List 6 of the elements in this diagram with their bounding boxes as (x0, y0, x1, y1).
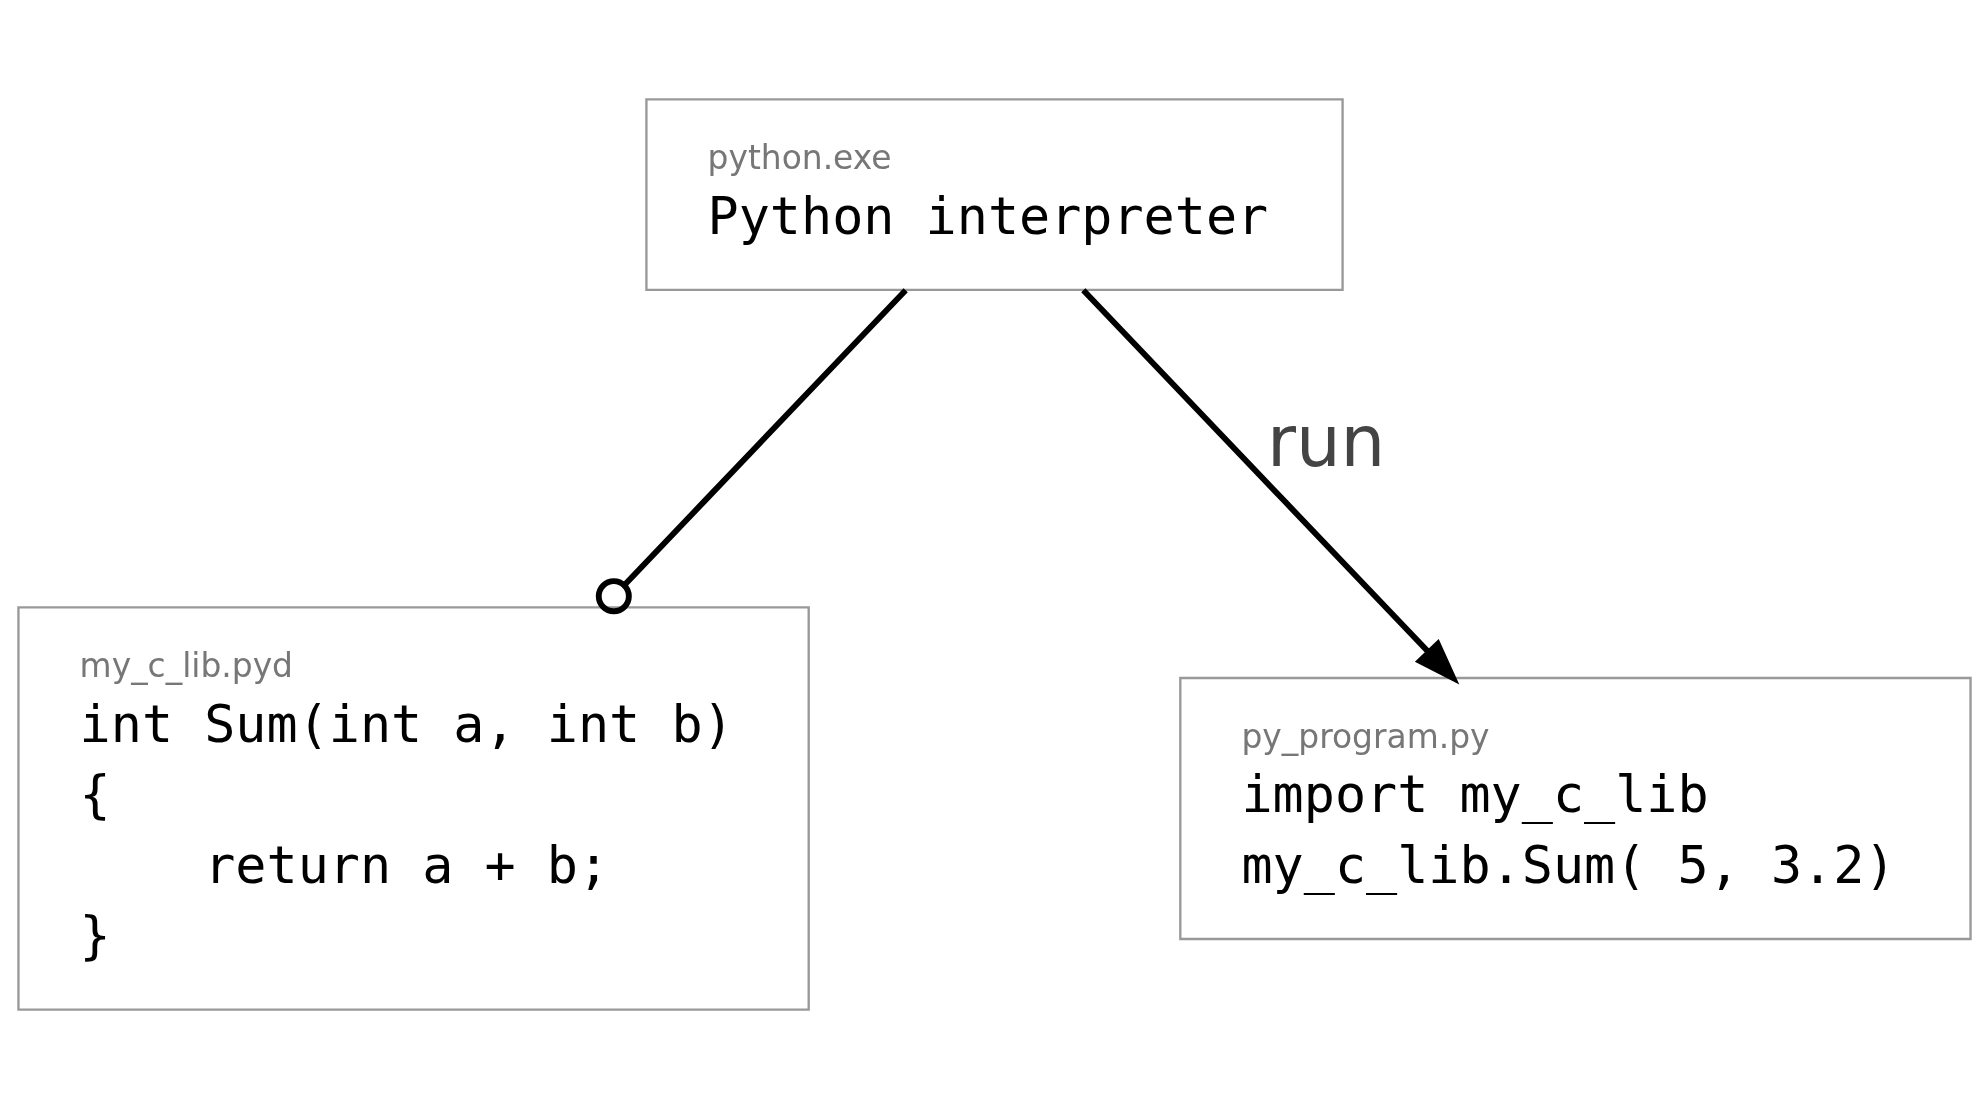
arrow (1080, 287, 1459, 684)
edge-label: run (1266, 400, 1385, 483)
node-box: my_c_lib.pyd int Sum(int a, int b) { return a + b; } (16, 605, 810, 1011)
node-box: python.exe Python interpreter (644, 97, 1344, 291)
node-box: py_program.py import my_c_lib my_c_lib.Sum( 5, 3.2) (1178, 676, 1972, 940)
connector (595, 287, 908, 614)
